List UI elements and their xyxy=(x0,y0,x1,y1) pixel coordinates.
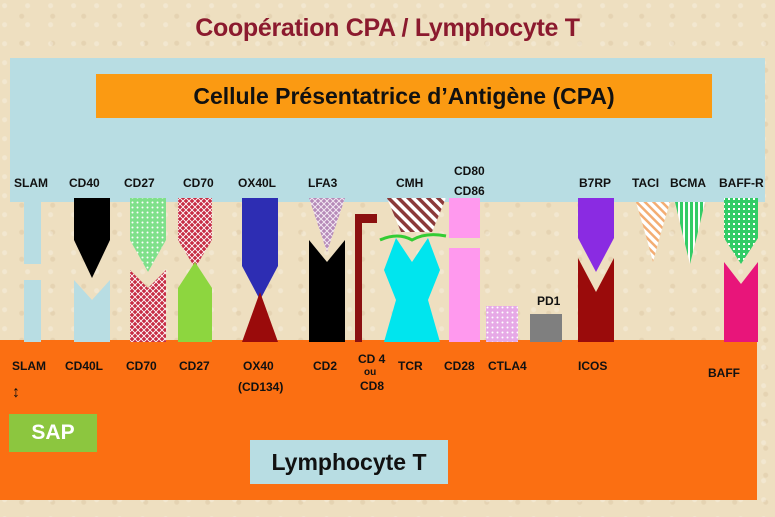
label-cd80: CD80 xyxy=(454,164,485,178)
cd27-cd70-pair xyxy=(130,198,166,342)
label-slam-cpa: SLAM xyxy=(14,176,48,190)
label-cd8: CD8 xyxy=(360,379,385,393)
label-lfa3: LFA3 xyxy=(308,176,338,190)
label-taci: TACI xyxy=(632,176,660,190)
ctla4-molecule xyxy=(486,306,518,342)
taci-molecule xyxy=(636,202,670,262)
label-cd70-cpa: CD70 xyxy=(183,176,214,190)
label-cd40: CD40 xyxy=(69,176,100,190)
bcma-molecule xyxy=(675,202,705,264)
label-ou: ou xyxy=(364,367,377,378)
b7rp-icos-pair xyxy=(578,198,614,342)
ox40l-ox40-pair xyxy=(242,198,278,342)
slam-sap-arrow-icon: ↕ xyxy=(12,384,20,401)
label-ox40: OX40 xyxy=(243,359,274,373)
label-baff: BAFF xyxy=(708,366,740,380)
label-baffr: BAFF-R xyxy=(719,176,764,190)
label-cd28: CD28 xyxy=(444,359,475,373)
label-cmh: CMH xyxy=(396,176,424,190)
lymphocyte-label: Lymphocyte T xyxy=(250,440,448,484)
cpa-label: Cellule Présentatrice d’Antigène (CPA) xyxy=(96,74,712,118)
cd4-cd8-molecule xyxy=(355,214,377,342)
label-cd27-lt: CD27 xyxy=(179,359,210,373)
cmh-tcr-pair xyxy=(379,198,447,342)
label-cd27-cpa: CD27 xyxy=(124,176,155,190)
baffr-baff-pair xyxy=(724,198,758,342)
label-b7rp: B7RP xyxy=(579,176,612,190)
label-pd1: PD1 xyxy=(537,294,561,308)
label-ctla4: CTLA4 xyxy=(488,359,527,373)
page-title: Coopération CPA / Lymphocyte T xyxy=(195,14,580,42)
label-cd70-lt: CD70 xyxy=(126,359,157,373)
lfa3-cd2-pair xyxy=(309,198,345,342)
sap-box: SAP xyxy=(9,414,97,452)
cd40-cd40l-pair xyxy=(74,198,110,342)
slam-pair xyxy=(24,198,41,342)
label-ox40l: OX40L xyxy=(238,176,277,190)
label-cd40l: CD40L xyxy=(65,359,104,373)
label-cd86: CD86 xyxy=(454,184,485,198)
cd70-cd27-pair xyxy=(178,198,212,342)
pd1-molecule xyxy=(530,314,562,342)
label-bcma: BCMA xyxy=(670,176,706,190)
label-cd2: CD2 xyxy=(313,359,338,373)
label-icos: ICOS xyxy=(578,359,608,373)
label-cd134: (CD134) xyxy=(238,380,284,394)
label-cd4: CD 4 xyxy=(358,352,386,366)
label-slam-lt: SLAM xyxy=(12,359,46,373)
cd80-cd28-pair xyxy=(449,198,480,342)
label-tcr: TCR xyxy=(398,359,423,373)
